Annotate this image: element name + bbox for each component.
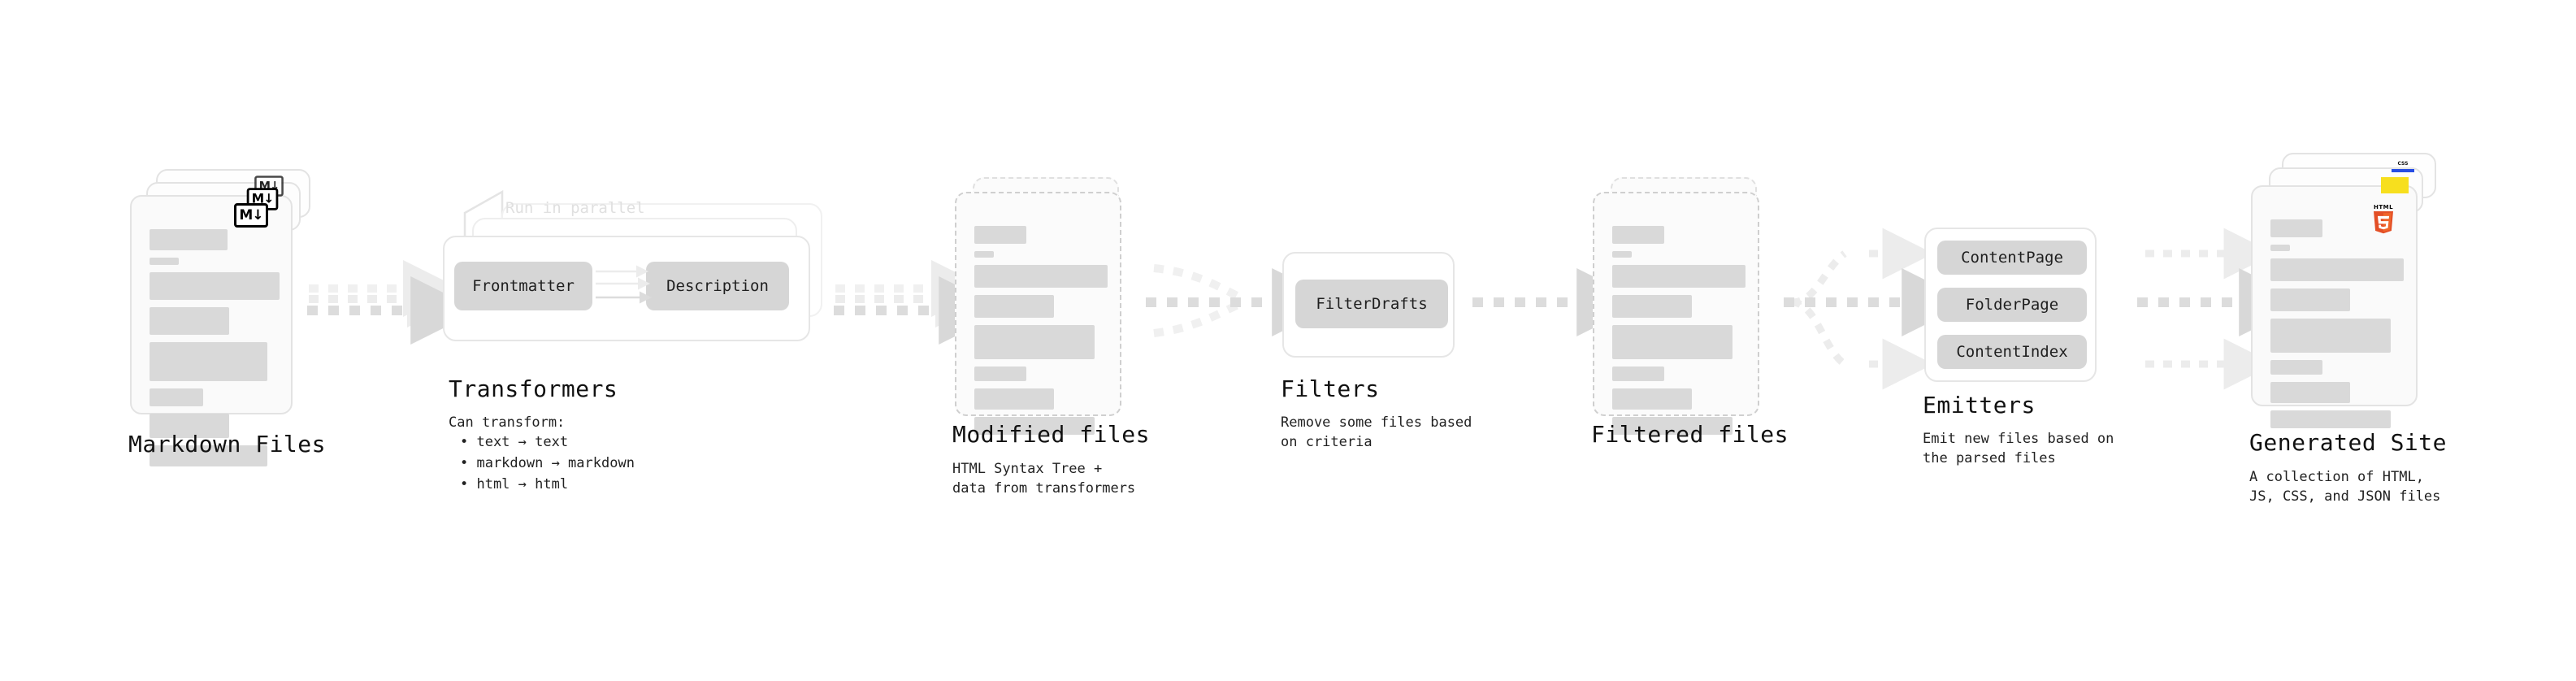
js-badge — [2381, 177, 2409, 193]
skeleton-bar — [150, 445, 267, 466]
generated-site-title: Generated Site — [2249, 429, 2448, 456]
markdown-files-stack: M↓ M↓ M↓ — [130, 169, 317, 466]
emitter-chip-contentpage[interactable]: ContentPage — [1937, 241, 2087, 275]
skeleton-bar — [2270, 410, 2391, 428]
skeleton-bar — [974, 295, 1054, 318]
chip-label: ContentPage — [1961, 249, 2063, 267]
html5-badge: HTML — [2370, 204, 2397, 237]
skeleton-bar — [2270, 245, 2290, 251]
filters-title: Filters — [1281, 375, 1380, 402]
skeleton-bar — [1612, 265, 1746, 288]
markdown-badge: M↓ — [234, 203, 268, 228]
skeleton-bar — [974, 226, 1026, 244]
skeleton-bar — [974, 417, 1095, 435]
transformers-subtitle: Can transform: — [449, 414, 566, 431]
skeleton-bar — [1612, 251, 1632, 258]
modified-files-subtitle: HTML Syntax Tree + data from transformer… — [952, 461, 1136, 497]
skeleton-bar — [1612, 417, 1733, 435]
transformer-chip-frontmatter[interactable]: Frontmatter — [454, 262, 592, 310]
html5-shield-icon — [2374, 211, 2393, 234]
run-in-parallel-label: Run in parallel — [505, 199, 645, 217]
modified-skeleton-lines — [956, 193, 1120, 435]
filtered-files-title: Filtered files — [1591, 421, 1789, 448]
skeleton-bar — [1612, 367, 1664, 381]
skeleton-bar — [150, 342, 267, 381]
generated-site-subtitle: A collection of HTML, JS, CSS, and JSON … — [2249, 469, 2441, 505]
skeleton-bar — [974, 265, 1108, 288]
skeleton-bar — [2270, 219, 2322, 237]
skeleton-bar — [1612, 325, 1733, 359]
skeleton-bar — [974, 251, 994, 258]
skeleton-bar — [2270, 319, 2391, 353]
transformer-panel-front: Frontmatter Description — [443, 236, 810, 341]
skeleton-bar — [150, 388, 203, 406]
filtered-skeleton-lines — [1594, 193, 1758, 435]
skeleton-bar — [1612, 295, 1692, 318]
markdown-badge-text: M↓ — [239, 206, 263, 223]
skeleton-bar — [2270, 382, 2350, 403]
arrow-modified-to-filters — [1146, 264, 1341, 337]
skeleton-bar — [2270, 258, 2404, 281]
site-skeleton-lines — [2253, 187, 2416, 428]
filter-chip-filterdrafts[interactable]: FilterDrafts — [1295, 280, 1448, 328]
markdown-file-front — [130, 195, 293, 466]
markdown-skeleton-lines — [132, 197, 291, 466]
emitter-chip-folderpage[interactable]: FolderPage — [1937, 288, 2087, 322]
transformers-bullet-2: • html → html — [460, 476, 569, 492]
chip-label: FolderPage — [1965, 296, 2059, 314]
chip-label: ContentIndex — [1956, 343, 2068, 361]
skeleton-bar — [150, 272, 280, 300]
chip-label: FilterDrafts — [1316, 295, 1428, 313]
arrow-filtered-to-emitters — [1784, 228, 1971, 390]
skeleton-bar — [2270, 288, 2350, 311]
modified-file-front — [955, 192, 1121, 435]
run-in-parallel-bracket — [463, 189, 504, 244]
transformers-group: Frontmatter Description Frontmatter Desc… — [443, 203, 833, 362]
filtered-file-front — [1593, 192, 1759, 435]
skeleton-bar — [150, 229, 228, 250]
emitters-group: ContentPage FolderPage ContentIndex — [1924, 228, 2097, 382]
skeleton-bar — [150, 414, 229, 438]
html5-badge-text: HTML — [2373, 204, 2394, 210]
css-badge-text: CSS — [2397, 161, 2409, 167]
skeleton-bar — [1612, 388, 1692, 410]
skeleton-bar — [150, 307, 229, 335]
transformers-bullet-0: • text → text — [460, 434, 569, 450]
markdown-files-title: Markdown Files — [128, 431, 327, 458]
css-badge: CSS — [2392, 161, 2414, 172]
filtered-files-stack — [1593, 177, 1780, 435]
arrow-emitters-to-site — [2137, 228, 2308, 390]
filters-group: FilterDrafts — [1282, 252, 1455, 358]
chip-label: Frontmatter — [472, 277, 575, 295]
markdown-badge-text: M↓ — [251, 191, 275, 206]
transformer-inner-arrows — [596, 265, 652, 304]
emitters-title: Emitters — [1923, 392, 2036, 419]
filters-subtitle: Remove some files based on criteria — [1281, 414, 1472, 450]
skeleton-bar — [974, 325, 1095, 359]
skeleton-bar — [150, 258, 179, 265]
skeleton-bar — [2270, 360, 2322, 375]
skeleton-bar — [1612, 226, 1664, 244]
transformers-bullet-1: • markdown → markdown — [460, 455, 635, 471]
transformers-title: Transformers — [449, 375, 618, 402]
emitters-subtitle: Emit new files based on the parsed files — [1923, 431, 2114, 466]
arrow-markdown-to-transformers — [307, 260, 479, 345]
modified-files-title: Modified files — [952, 421, 1151, 448]
modified-files-stack — [955, 177, 1142, 435]
skeleton-bar — [974, 388, 1054, 410]
transformer-chip-description[interactable]: Description — [646, 262, 789, 310]
generated-site-stack: CSS HTML — [2251, 153, 2446, 428]
skeleton-bar — [974, 367, 1026, 381]
arrow-transformers-to-modified — [834, 260, 1008, 345]
css-badge-bar — [2392, 169, 2414, 172]
chip-label: Description — [666, 277, 769, 295]
emitter-chip-contentindex[interactable]: ContentIndex — [1937, 335, 2087, 369]
